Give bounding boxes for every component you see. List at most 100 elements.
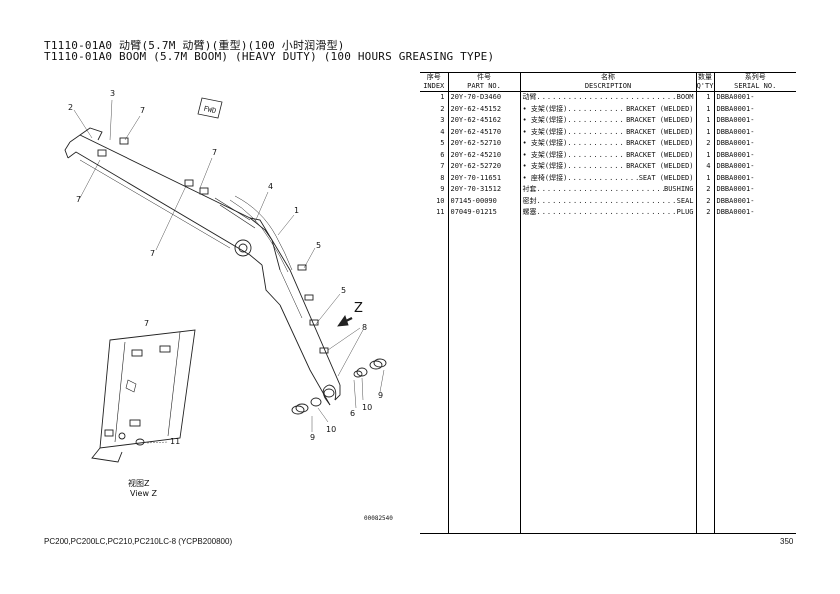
row-description: 密封 SEAL	[520, 195, 697, 208]
row-leader-dots	[537, 184, 664, 196]
row-part-no: 20Y-62-45210	[448, 149, 521, 161]
row-index: 9	[420, 184, 449, 196]
callout-7d: 7	[150, 249, 155, 258]
row-qty: 2	[696, 195, 715, 207]
row-leader-dots	[567, 104, 626, 116]
row-description: • 支架(焊接)BRACKET (WELDED)	[520, 138, 697, 150]
row-part-no: 20Y-62-52710	[448, 138, 521, 150]
row-index: 8	[420, 172, 449, 184]
row-leader-dots	[537, 92, 677, 104]
row-name-cn: • 支架(焊接)	[522, 116, 568, 124]
callout-10b: 10	[326, 425, 336, 434]
row-part-no: 20Y-70-11651	[448, 172, 521, 184]
view-z-arrow-label: Z	[354, 301, 363, 316]
row-part-no: 20Y-62-45162	[448, 115, 521, 127]
row-serial: DBBA0001-	[716, 104, 755, 113]
row-name-cn: • 座椅(焊接)	[522, 173, 568, 182]
row-name-en: PLUG	[676, 208, 694, 216]
row-serial: DBBA0001-	[716, 196, 755, 205]
callout-11: 11	[170, 437, 180, 446]
row-name-en: BOOM	[676, 93, 694, 101]
row-name-cn: • 支架(焊接)	[522, 150, 568, 159]
callout-1: 1	[294, 206, 299, 215]
row-description: 衬套 BUSHING	[520, 184, 697, 196]
drawing-number: 00082540	[364, 515, 393, 522]
row-part-no: 07145-00090	[448, 195, 521, 207]
row-serial: DBBA0001-	[716, 208, 755, 216]
row-serial: DBBA0001-	[716, 162, 755, 170]
row-description: • 支架(焊接) BRACKET (WELDED)	[520, 115, 697, 127]
row-name-cn: 衬套	[522, 185, 537, 193]
row-name-en: BRACKET (WELDED)	[626, 116, 694, 124]
row-description: • 支架(焊接)BRACKET (WELDED)	[520, 149, 697, 161]
callout-7a: 7	[140, 106, 145, 115]
callout-10a: 10	[362, 403, 372, 412]
row-description: • 支架(焊接)BRACKET (WELDED)	[520, 161, 697, 173]
callout-7c: 7	[76, 195, 81, 204]
row-description: • 座椅(焊接)SEAT (WELDED)	[520, 172, 697, 185]
row-description: 螺塞PLUG	[520, 207, 697, 219]
footer-models: PC200,PC200LC,PC210,PC210LC-8 (YCPB20080…	[44, 537, 233, 546]
row-leader-dots	[567, 127, 626, 139]
row-part-no: 20Y-70-31512	[448, 184, 521, 196]
row-serial: DBBA0001-	[716, 139, 755, 147]
page-title-en: T1110-01A0 BOOM (5.7M BOOM) (HEAVY DUTY)…	[44, 50, 495, 63]
row-qty: 1	[696, 149, 715, 161]
callout-5a: 5	[316, 241, 321, 250]
callout-5b: 5	[341, 286, 346, 295]
row-name-en: BUSHING	[663, 185, 694, 193]
row-qty: 1	[696, 103, 715, 115]
callout-9b: 9	[310, 433, 315, 442]
row-name-en: BRACKET (WELDED)	[626, 104, 694, 113]
page-number: 350	[780, 537, 794, 546]
row-index: 5	[420, 138, 449, 150]
row-leader-dots	[567, 115, 626, 127]
row-name-en: BRACKET (WELDED)	[626, 139, 694, 147]
row-index: 1	[420, 91, 449, 104]
row-index: 3	[420, 115, 449, 127]
row-name-en: SEAL	[676, 196, 694, 205]
svg-text:FWD: FWD	[203, 105, 217, 115]
row-part-no: 20Y-62-52720	[448, 161, 521, 173]
callout-2: 2	[68, 103, 73, 112]
row-name-cn: • 支架(焊接)	[522, 104, 568, 113]
row-part-no: 20Y-70-D3460	[448, 91, 521, 104]
row-part-no: 07049-01215	[448, 207, 521, 219]
row-leader-dots	[537, 196, 677, 208]
row-qty: 4	[696, 161, 715, 173]
row-leader-dots	[567, 138, 626, 150]
row-index: 7	[420, 161, 449, 173]
row-name-cn: 密封	[522, 196, 537, 205]
row-serial: DBBA0001-	[716, 116, 755, 124]
row-serial: DBBA0001-	[716, 93, 755, 101]
row-qty: 1	[696, 91, 715, 104]
callout-8: 8	[362, 323, 367, 332]
row-leader-dots	[537, 207, 677, 219]
row-name-cn: • 支架(焊接)	[522, 162, 568, 170]
row-description: • 支架(焊接) BRACKET (WELDED)	[520, 103, 697, 116]
callout-6: 6	[350, 409, 355, 418]
row-serial: DBBA0001-	[716, 185, 755, 193]
row-index: 11	[420, 207, 449, 219]
row-qty: 1	[696, 115, 715, 127]
row-serial: DBBA0001-	[716, 173, 755, 182]
row-name-cn: 动臂	[522, 93, 537, 101]
row-description: • 支架(焊接)BRACKET (WELDED)	[520, 126, 697, 139]
callout-4: 4	[268, 182, 273, 191]
view-z-label-en: View Z	[130, 489, 158, 498]
row-qty: 2	[696, 184, 715, 196]
callout-9a: 9	[378, 391, 383, 400]
row-leader-dots	[567, 173, 638, 185]
